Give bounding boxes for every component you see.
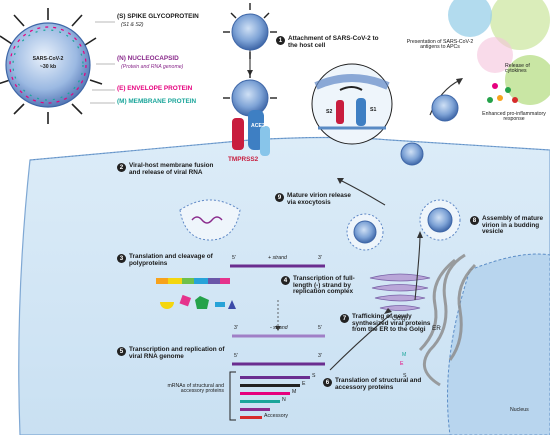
nucleus-label: Nucleus xyxy=(510,407,529,413)
er-e-label: E xyxy=(400,361,404,367)
mrna-n-label: N xyxy=(282,397,286,403)
nucleocapsid-sublabel: (Protein and RNA genome) xyxy=(121,64,184,70)
apc-label: Presentation of SARS-CoV-2 antigens to A… xyxy=(406,39,474,51)
s1-label: S1 xyxy=(370,107,377,113)
mrna-s-label: S xyxy=(312,373,316,379)
five-prime-b: 5' xyxy=(318,325,322,331)
mrna-m-label: M xyxy=(292,389,297,395)
cleaved-proteins xyxy=(160,294,236,309)
three-prime-b: 3' xyxy=(234,325,238,331)
host-cell xyxy=(18,136,550,435)
step-4-badge: 4 xyxy=(281,276,290,285)
spike-label: (S) SPIKE GLYCOPROTEIN xyxy=(117,13,199,20)
step-2-text: Viral-host membrane fusion and release o… xyxy=(129,162,214,176)
membrane-label: (M) MEMBRANE PROTEIN xyxy=(117,98,197,105)
step-2-badge: 2 xyxy=(117,163,126,172)
cytokine-dots xyxy=(487,83,518,103)
step-4-text: Transcription of full-length (-) strand … xyxy=(293,275,355,296)
spike-sublabel: (S1 & S2) xyxy=(121,22,144,28)
virus-name: SARS-CoV-2 xyxy=(32,56,64,62)
step-7-badge: 7 xyxy=(340,314,349,323)
mrna-bars xyxy=(229,371,310,421)
inflammatory-label: Enhanced pro-inflammatory response xyxy=(482,111,546,123)
s2-label: S2 xyxy=(326,109,333,115)
step-9-badge: 9 xyxy=(275,193,284,202)
step-5-badge: 5 xyxy=(117,347,126,356)
immune-cells xyxy=(448,0,550,105)
mrna-e-label: E xyxy=(302,381,306,387)
five-prime-a: 5' xyxy=(232,255,236,261)
mrnas-label: mRNAs of structural and accessory protei… xyxy=(167,383,224,395)
virus-size: ~30 kb xyxy=(39,64,57,70)
step-6-text: Translation of structural and accessory … xyxy=(335,377,422,391)
cell-membrane-dots xyxy=(29,137,550,161)
three-prime-a: 3' xyxy=(318,255,322,261)
ace2-receptor xyxy=(232,110,270,156)
plus-strand-label: + strand xyxy=(268,255,287,261)
ace2-label: ACE2 xyxy=(251,123,265,129)
step-9-text: Mature virion release via exocytosis xyxy=(287,192,351,206)
step-8-badge: 8 xyxy=(470,216,479,225)
legend-virion xyxy=(0,8,103,124)
step-1-badge: 1 xyxy=(276,36,285,45)
fusion-vesicle xyxy=(179,199,241,241)
minus-strand-label: - strand xyxy=(270,325,288,331)
step-7-text: Trafficking of newly synthesized viral p… xyxy=(352,313,431,334)
polyprotein-bar xyxy=(156,278,230,284)
golgi-stacks xyxy=(369,273,431,311)
er-m-label: M xyxy=(402,352,407,358)
nucleocapsid-label: (N) NUCLEOCAPSID xyxy=(117,55,179,62)
three-prime-c: 3' xyxy=(318,353,322,359)
mrna-accessory-label: Accessory xyxy=(264,413,288,419)
step-3-badge: 3 xyxy=(117,254,126,263)
budding-virions xyxy=(346,94,461,251)
step-6-badge: 6 xyxy=(323,378,332,387)
virion-attachment xyxy=(223,3,277,117)
er-label: ER xyxy=(432,325,441,332)
tmprss2-label: TMPRSS2 xyxy=(228,156,259,163)
step-8-text: Assembly of mature virion in a budding v… xyxy=(482,215,544,236)
golgi-label: Golgi xyxy=(392,315,407,322)
step-3-text: Translation and cleavage of polyproteins xyxy=(129,253,213,267)
envelope-label: (E) ENVELOPE PROTEIN xyxy=(117,85,193,92)
zoom-inset xyxy=(311,63,393,145)
five-prime-c: 5' xyxy=(234,353,238,359)
step-1-text: Attachment of SARS-CoV-2 to the host cel… xyxy=(288,35,379,49)
endoplasmic-reticulum xyxy=(418,253,477,387)
cytokines-label: Release of cytokines xyxy=(505,63,530,75)
step-5-text: Transcription and replication of viral R… xyxy=(129,346,225,360)
er-s-label: S xyxy=(403,373,407,379)
